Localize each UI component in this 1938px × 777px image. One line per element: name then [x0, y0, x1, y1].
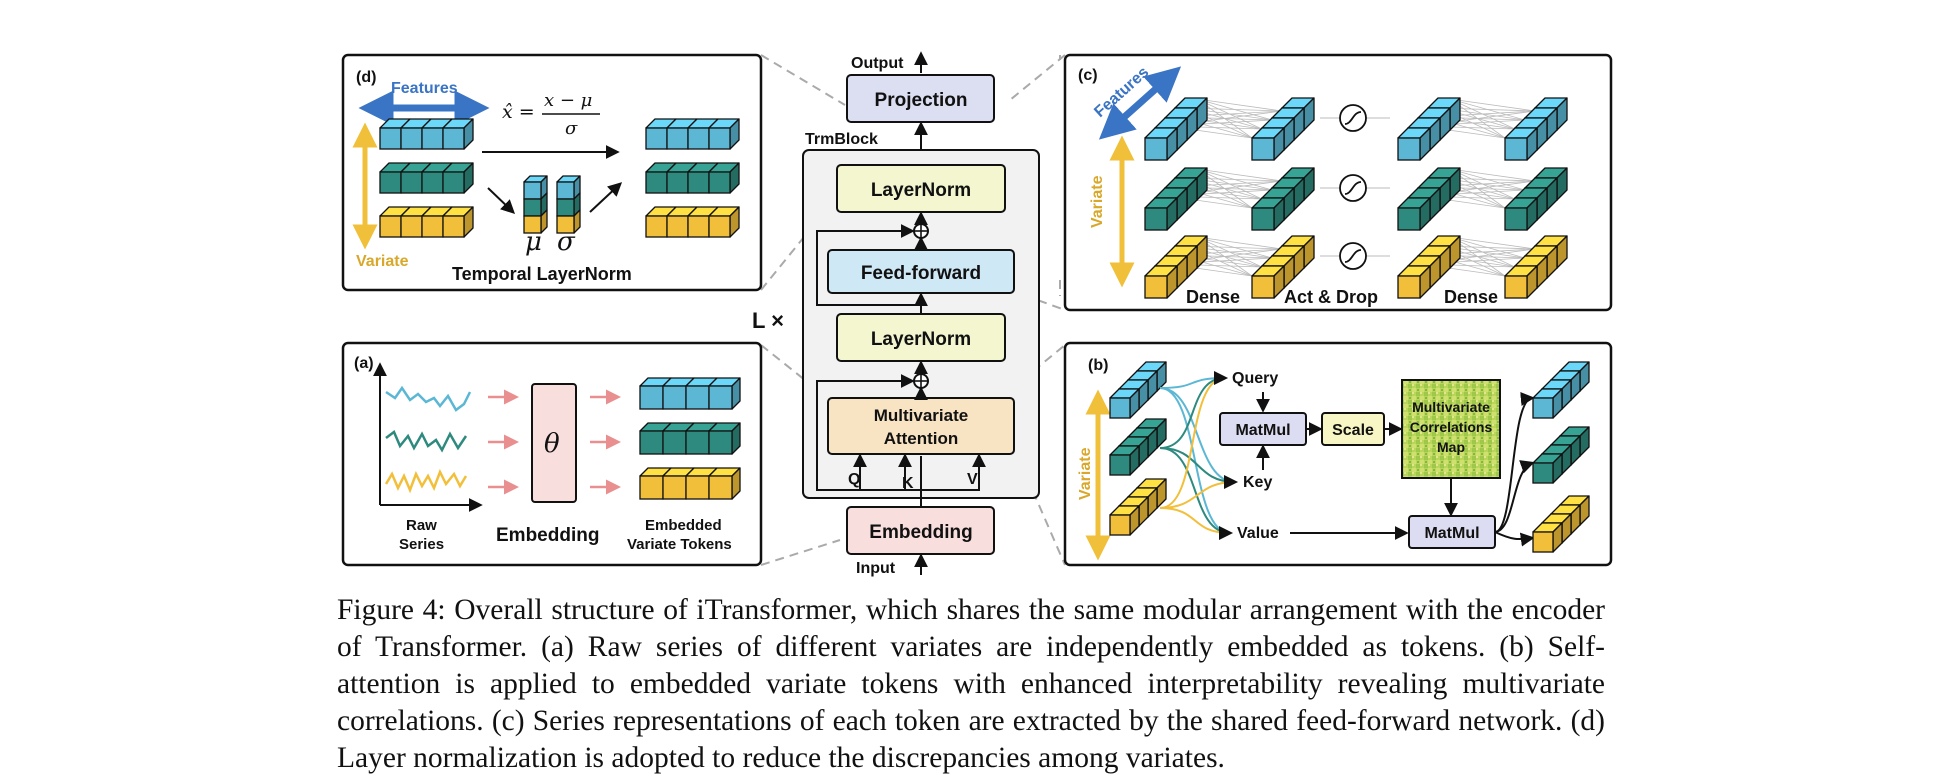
projection-label: Projection [875, 90, 968, 111]
ff-row-yellow-1 [1251, 235, 1315, 299]
repeat-label: L × [752, 308, 784, 333]
raw-series-blue [385, 385, 472, 412]
features-label: Features [391, 80, 458, 97]
figure-caption: Figure 4: Overall structure of iTransfor… [337, 592, 1605, 777]
feedforward-label: Feed-forward [861, 263, 981, 284]
token-row-yellow [639, 467, 741, 500]
panel-a-tag: (a) [354, 355, 374, 372]
normalized-row-yellow [645, 206, 740, 238]
attention-label-1: Multivariate [874, 406, 968, 425]
trmblock-label: TrmBlock [805, 131, 878, 148]
ff-row-blue-2 [1397, 97, 1461, 161]
output-label: Output [851, 55, 904, 72]
activation-icon [1339, 104, 1367, 132]
act-drop-label: Act & Drop [1284, 287, 1378, 307]
raw-series-label-1: Raw [406, 517, 437, 534]
formula-numerator: x − μ [544, 90, 592, 111]
token-row-teal [639, 422, 741, 455]
attention-label-2: Attention [884, 429, 959, 448]
ff-row-teal-2 [1397, 167, 1461, 231]
ff-row-yellow-2 [1397, 235, 1461, 299]
key-label: Key [1243, 474, 1272, 491]
embedded-tokens-label-2: Variate Tokens [627, 536, 732, 553]
normalized-row-blue [645, 118, 740, 150]
panel-c-tag: (c) [1078, 67, 1098, 84]
input-label: Input [856, 560, 896, 577]
panel-b: (b) Variate Query Key Value MatMul Scale… [1063, 341, 1613, 567]
mu-label: μ [525, 227, 542, 257]
formula-lhs: x̂ = [502, 101, 535, 123]
cube-row-yellow [379, 206, 474, 238]
layernorm-top-label: LayerNorm [871, 180, 971, 201]
ff-row-blue-1 [1251, 97, 1315, 161]
normalized-row-teal [645, 162, 740, 194]
panel-a: (a) Raw Series θ Embedding Embedded Vari… [341, 341, 763, 567]
panel-d-tag: (d) [356, 69, 376, 86]
architecture-figure: (d) Features Variate x̂ = x − μ σ μ σ Te… [341, 51, 1613, 577]
raw-series-yellow [384, 468, 468, 494]
raw-series-teal [385, 430, 468, 453]
theta-block [531, 383, 577, 503]
panel-c: (c) Features Variate Dense Act & Drop De… [1063, 53, 1613, 312]
dense-right-label: Dense [1444, 287, 1498, 307]
theta-label: θ [544, 429, 560, 459]
ff-row-yellow-0 [1144, 235, 1208, 299]
k-label: K [902, 475, 914, 492]
caption-text: Overall structure of iTransformer, which… [337, 594, 1605, 774]
input-token-teal [1109, 418, 1167, 476]
ff-row-teal-0 [1144, 167, 1208, 231]
output-token-teal [1532, 426, 1590, 484]
map-label-2: Correlations [1410, 419, 1493, 435]
activation-icon [1339, 174, 1367, 202]
embedding-label-a: Embedding [496, 525, 599, 546]
ff-row-teal-1 [1251, 167, 1315, 231]
center-architecture: Output Projection TrmBlock L × LayerNorm… [752, 51, 1040, 577]
token-row-blue [639, 377, 741, 410]
layernorm-mid-label: LayerNorm [871, 329, 971, 350]
input-token-yellow [1109, 478, 1167, 536]
output-token-yellow [1532, 495, 1590, 553]
ff-row-yellow-3 [1504, 235, 1568, 299]
v-label: V [967, 471, 978, 488]
variate-label: Variate [356, 253, 409, 270]
q-label: Q [848, 471, 860, 488]
map-label-1: Multivariate [1412, 399, 1490, 415]
embedding-label: Embedding [869, 522, 972, 543]
figure-number: Figure 4: [337, 594, 446, 626]
query-label: Query [1232, 370, 1278, 387]
cube-row-teal [379, 162, 474, 194]
temporal-layernorm-title: Temporal LayerNorm [452, 264, 632, 284]
dense-left-label: Dense [1186, 287, 1240, 307]
ff-row-teal-3 [1504, 167, 1568, 231]
panel-d: (d) Features Variate x̂ = x − μ σ μ σ Te… [341, 53, 763, 292]
mu-stack [523, 175, 548, 234]
input-token-blue [1109, 361, 1167, 419]
variate-label-b: Variate [1077, 447, 1094, 500]
sigma-stack [556, 175, 581, 234]
raw-series-label-2: Series [399, 536, 444, 553]
panel-b-tag: (b) [1088, 357, 1108, 374]
scale-label: Scale [1332, 422, 1374, 439]
output-token-blue [1532, 361, 1590, 419]
ff-row-blue-0 [1144, 97, 1208, 161]
sigma-label: σ [557, 227, 576, 257]
embedded-tokens-label-1: Embedded [645, 517, 722, 534]
cube-row-blue [379, 118, 474, 150]
variate-label-c: Variate [1089, 175, 1106, 228]
matmul-top-label: MatMul [1235, 422, 1290, 439]
matmul-bottom-label: MatMul [1424, 525, 1479, 542]
formula-denominator: σ [565, 118, 578, 139]
activation-icon [1339, 242, 1367, 270]
value-label: Value [1237, 525, 1279, 542]
correlations-map [1401, 379, 1501, 479]
ff-row-blue-3 [1504, 97, 1568, 161]
map-label-3: Map [1437, 439, 1465, 455]
